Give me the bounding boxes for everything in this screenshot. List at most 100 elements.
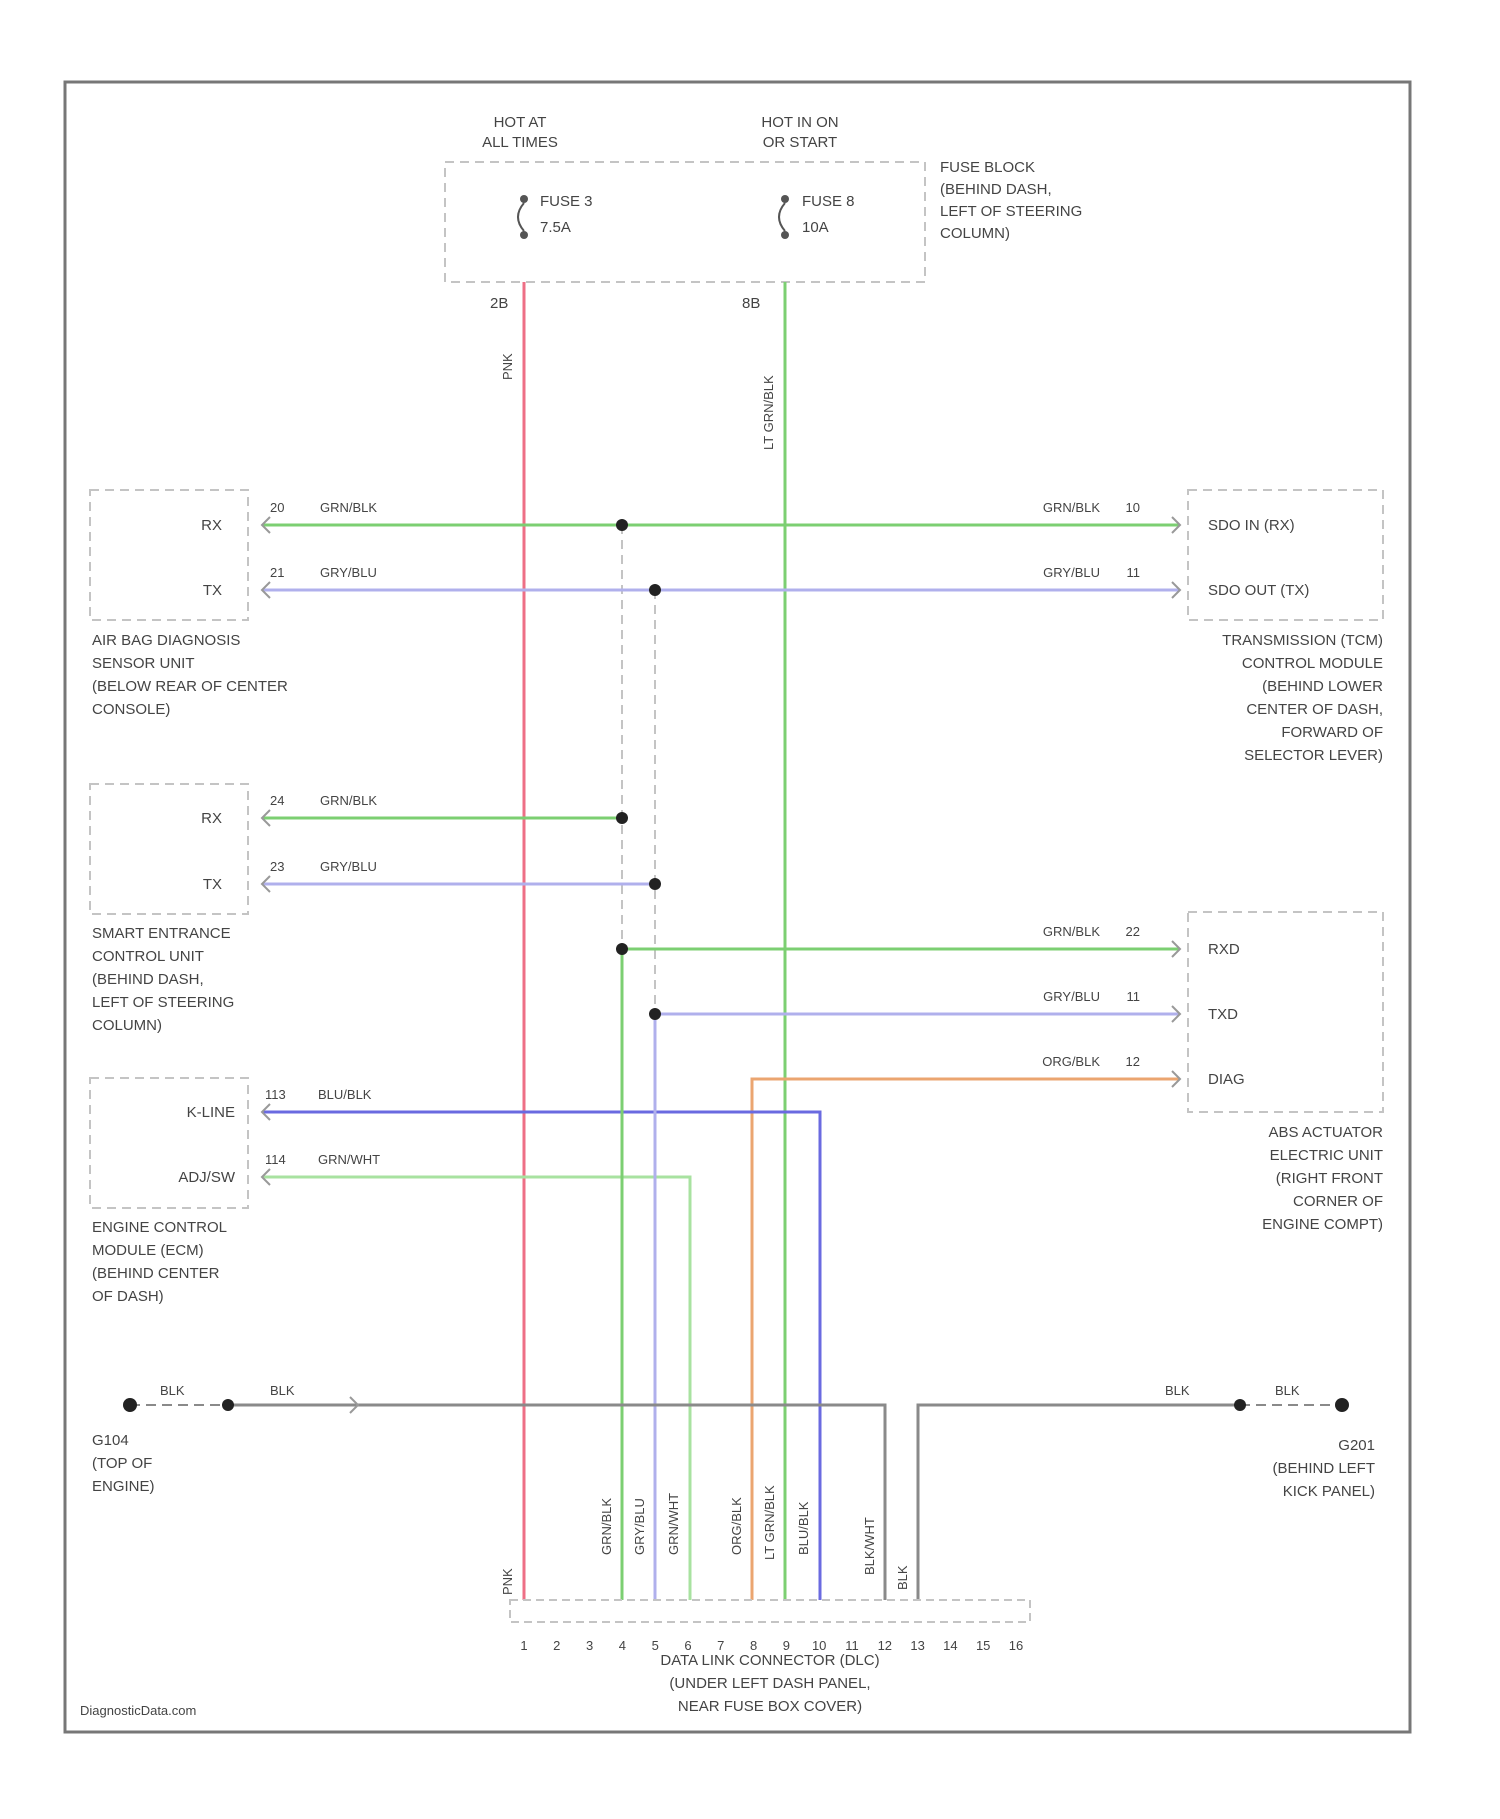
ecm-title-4: OF DASH) xyxy=(92,1288,164,1305)
lt-grn-blk-wire-label: LT GRN/BLK xyxy=(761,375,776,450)
ecm-adj-pin: 114 xyxy=(265,1152,286,1167)
watermark: DiagnosticData.com xyxy=(80,1703,196,1718)
splice-points xyxy=(123,519,1349,1412)
dlc-pin-9: 9 xyxy=(783,1638,790,1653)
abs-title-1: ABS ACTUATOR xyxy=(1269,1124,1384,1141)
dlc-pin1-wire: PNK xyxy=(500,1568,515,1595)
fuse-block-label-2: (BEHIND DASH, xyxy=(940,181,1052,198)
tcm-rx-pin: 10 xyxy=(1126,500,1140,515)
dlc-pin12-wire: BLK/WHT xyxy=(862,1517,877,1575)
airbag-title-2: SENSOR UNIT xyxy=(92,655,195,672)
tcm-title-2: CONTROL MODULE xyxy=(1242,655,1383,672)
dlc-pin-14: 14 xyxy=(943,1638,957,1653)
fuse-block-label-3: LEFT OF STEERING xyxy=(940,203,1082,220)
tcm-tx-label: SDO OUT (TX) xyxy=(1208,582,1309,599)
tcm-title-1: TRANSMISSION (TCM) xyxy=(1222,632,1383,649)
smart-rx-pin: 24 xyxy=(270,793,284,808)
smart-title-1: SMART ENTRANCE xyxy=(92,925,231,942)
smart-tx-label: TX xyxy=(203,876,222,893)
tcm-title-6: SELECTOR LEVER) xyxy=(1244,747,1383,764)
wire-ecm-adj xyxy=(262,1177,690,1600)
dlc-pin9-wire: LT GRN/BLK xyxy=(762,1485,777,1560)
abs-title-3: (RIGHT FRONT xyxy=(1276,1170,1383,1187)
dlc-pin-16: 16 xyxy=(1009,1638,1023,1653)
hot-in-on-line2: OR START xyxy=(763,134,837,151)
fuse-block-label-4: COLUMN) xyxy=(940,225,1010,242)
smart-title-3: (BEHIND DASH, xyxy=(92,971,204,988)
module-connector-marks xyxy=(262,517,1180,1413)
smart-rx-wire-color: GRN/BLK xyxy=(320,793,377,808)
ecm-title-2: MODULE (ECM) xyxy=(92,1242,204,1259)
ground-right-wire-label-2: BLK xyxy=(1275,1383,1300,1398)
tcm-module-box xyxy=(1188,490,1383,620)
smart-tx-pin: 23 xyxy=(270,859,284,874)
abs-title-5: ENGINE COMPT) xyxy=(1262,1216,1383,1233)
abs-diag-wire-color: ORG/BLK xyxy=(1042,1054,1100,1069)
ground-right-title-3: KICK PANEL) xyxy=(1283,1483,1375,1500)
abs-diag-label: DIAG xyxy=(1208,1071,1245,1088)
airbag-tx-pin: 21 xyxy=(270,565,284,580)
abs-rxd-label: RXD xyxy=(1208,941,1240,958)
hot-at-all-times-line2: ALL TIMES xyxy=(482,134,558,151)
ground-left-wire-label-2: BLK xyxy=(270,1383,295,1398)
ecm-kline-wire-color: BLU/BLK xyxy=(318,1087,372,1102)
smart-title-2: CONTROL UNIT xyxy=(92,948,204,965)
dlc-pin-10: 10 xyxy=(812,1638,826,1653)
wire-abs-diag xyxy=(752,1079,1180,1600)
ground-left-title-1: G104 xyxy=(92,1432,129,1449)
airbag-title-3: (BELOW REAR OF CENTER xyxy=(92,678,288,695)
dlc-pin10-wire: BLU/BLK xyxy=(796,1501,811,1555)
abs-diag-pin: 12 xyxy=(1126,1054,1140,1069)
ecm-adj-label: ADJ/SW xyxy=(178,1169,236,1186)
fuse-8-name: FUSE 8 xyxy=(802,193,855,210)
airbag-title-1: AIR BAG DIAGNOSIS xyxy=(92,632,240,649)
dlc-pin-4: 4 xyxy=(619,1638,626,1653)
ground-right-title-2: (BEHIND LEFT xyxy=(1272,1460,1375,1477)
dlc-pin-15: 15 xyxy=(976,1638,990,1653)
dlc-pin-12: 12 xyxy=(878,1638,892,1653)
airbag-rx-wire-color: GRN/BLK xyxy=(320,500,377,515)
tcm-rx-label: SDO IN (RX) xyxy=(1208,517,1295,534)
dlc-pin-2: 2 xyxy=(553,1638,560,1653)
fuse-3-symbol xyxy=(518,195,528,239)
diagram-frame xyxy=(65,82,1410,1732)
ecm-title-1: ENGINE CONTROL xyxy=(92,1219,227,1236)
dlc-pin-11: 11 xyxy=(845,1638,859,1653)
smart-title-4: LEFT OF STEERING xyxy=(92,994,234,1011)
ecm-module-box xyxy=(90,1078,248,1208)
fuse-block-box xyxy=(445,162,925,282)
tcm-title-3: (BEHIND LOWER xyxy=(1262,678,1383,695)
smart-rx-label: RX xyxy=(201,810,222,827)
ground-right-wire-label-1: BLK xyxy=(1165,1383,1190,1398)
dlc-title-3: NEAR FUSE BOX COVER) xyxy=(678,1698,862,1715)
tcm-title-4: CENTER OF DASH, xyxy=(1246,701,1383,718)
fuse-8-pin: 8B xyxy=(742,295,760,312)
dlc-pin6-wire: GRN/WHT xyxy=(666,1493,681,1555)
abs-title-2: ELECTRIC UNIT xyxy=(1270,1147,1383,1164)
fuse-3-name: FUSE 3 xyxy=(540,193,593,210)
tcm-title-5: FORWARD OF xyxy=(1281,724,1383,741)
smart-title-5: COLUMN) xyxy=(92,1017,162,1034)
airbag-tx-label: TX xyxy=(203,582,222,599)
dlc-pin-8: 8 xyxy=(750,1638,757,1653)
dlc-pin13-wire: BLK xyxy=(895,1565,910,1590)
fuse-8-symbol xyxy=(779,195,789,239)
tcm-tx-wire-color: GRY/BLU xyxy=(1043,565,1100,580)
dlc-pin4-wire: GRN/BLK xyxy=(599,1498,614,1555)
dlc-pin-3: 3 xyxy=(586,1638,593,1653)
dlc-pin-6: 6 xyxy=(684,1638,691,1653)
abs-rxd-wire-color: GRN/BLK xyxy=(1043,924,1100,939)
tcm-rx-wire-color: GRN/BLK xyxy=(1043,500,1100,515)
dlc-title-1: DATA LINK CONNECTOR (DLC) xyxy=(660,1652,879,1669)
pnk-wire-label: PNK xyxy=(500,353,515,380)
dlc-pin-13: 13 xyxy=(910,1638,924,1653)
fuse-8-rating: 10A xyxy=(802,219,829,236)
ground-left-wire-label-1: BLK xyxy=(160,1383,185,1398)
abs-rxd-pin: 22 xyxy=(1126,924,1140,939)
dlc-pin5-wire: GRY/BLU xyxy=(632,1498,647,1555)
fuse-3-rating: 7.5A xyxy=(540,219,571,236)
airbag-tx-wire-color: GRY/BLU xyxy=(320,565,377,580)
